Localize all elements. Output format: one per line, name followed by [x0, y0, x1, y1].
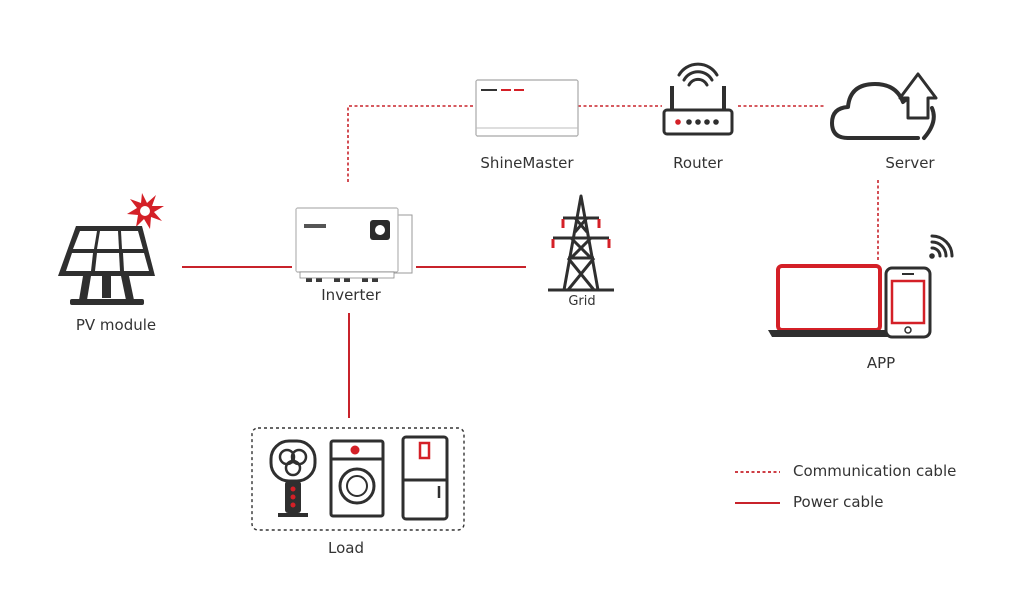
sun-burst-icon — [127, 193, 164, 229]
shinemaster-icon — [475, 79, 579, 137]
server-label: Server — [885, 154, 935, 172]
load-label: Load — [328, 539, 364, 557]
legend-communication-label: Communication cable — [793, 462, 957, 480]
inverter-label: Inverter — [321, 286, 381, 304]
legend-lines — [735, 471, 780, 504]
grid-label: Grid — [568, 294, 596, 309]
washing-machine-icon — [329, 439, 385, 518]
laptop-icon — [768, 264, 892, 337]
grid-tower-icon — [548, 194, 614, 292]
shinemaster-label: ShineMaster — [480, 154, 574, 172]
fan-icon — [269, 439, 317, 517]
wifi-signal-icon — [929, 234, 954, 259]
router-icon — [662, 62, 734, 136]
pv-module-label: PV module — [75, 316, 157, 334]
cloud-server-icon — [830, 72, 938, 140]
power-cable-lines — [182, 266, 526, 418]
phone-icon — [884, 266, 932, 339]
router-wifi-signal-icon — [677, 62, 719, 87]
upload-arrow-icon — [898, 72, 938, 140]
load-box — [251, 427, 465, 531]
router-label: Router — [673, 154, 723, 172]
pv-module-icon — [58, 193, 164, 305]
inverter-icon — [295, 207, 413, 282]
comm-line-inverter-shinemaster — [347, 105, 476, 182]
refrigerator-icon — [401, 435, 449, 521]
communication-cable-lines — [347, 105, 879, 262]
app-label: APP — [866, 354, 896, 372]
legend-power-label: Power cable — [793, 493, 884, 511]
app-devices-icon — [768, 234, 954, 339]
